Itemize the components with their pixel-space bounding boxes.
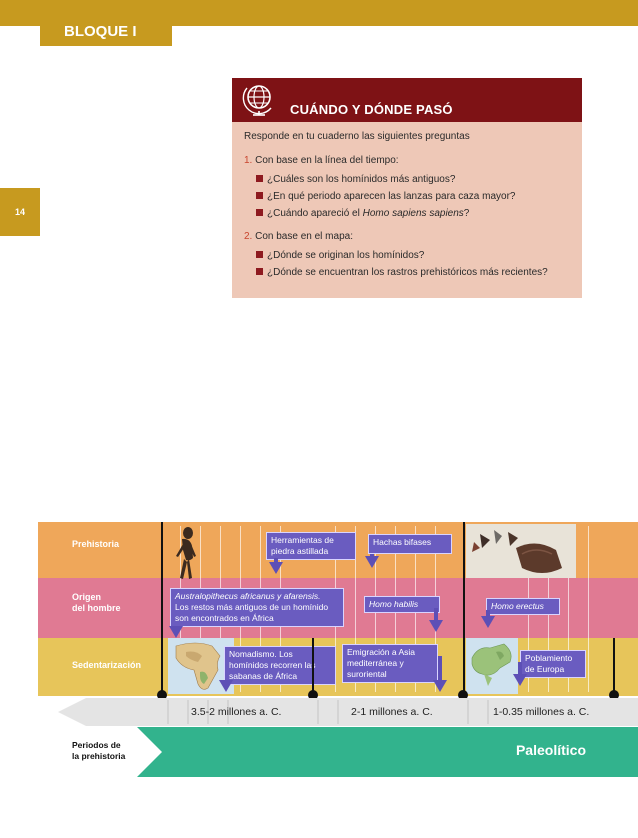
note-habilis: Homo habilis bbox=[364, 596, 440, 613]
timeline-dot bbox=[458, 690, 468, 700]
band-label-sedentarizacion: Sedentarización bbox=[72, 660, 142, 670]
question-2-text: Con base en el mapa: bbox=[255, 231, 353, 242]
note-australopithecus: Australopithecus africanus y afarensis. … bbox=[170, 588, 344, 627]
note-hachas: Hachas bifases bbox=[368, 534, 452, 554]
periods-label: Periodos de la prehistoria bbox=[72, 740, 126, 761]
question-2: 2. Con base en el mapa: ¿Dónde se origin… bbox=[244, 230, 570, 280]
page-number: 14 bbox=[0, 188, 40, 236]
bullet-icon bbox=[256, 251, 263, 258]
paleolitico-label: Paleolítico bbox=[515, 742, 586, 758]
arrow-down-icon bbox=[365, 556, 379, 568]
note-poblamiento: Poblamiento de Europa bbox=[520, 650, 586, 678]
date-label-2: 2-1 millones a. C. bbox=[351, 706, 433, 718]
question-1-item: ¿Cuáles son los homínidos más antiguos? bbox=[256, 173, 570, 187]
card-header: CUÁNDO Y DÓNDE PASÓ bbox=[232, 78, 582, 122]
card-title: CUÁNDO Y DÓNDE PASÓ bbox=[290, 102, 453, 117]
arrow-down-icon bbox=[513, 674, 527, 686]
question-1-number: 1. bbox=[244, 155, 253, 166]
band-label-prehistoria: Prehistoria bbox=[72, 539, 120, 549]
paleolitico-notch bbox=[137, 727, 162, 777]
timeline-dot bbox=[157, 690, 167, 700]
question-2-item: ¿Dónde se originan los homínidos? bbox=[256, 249, 570, 263]
arrow-down-icon bbox=[219, 680, 233, 692]
date-label-3: 1-0.35 millones a. C. bbox=[493, 706, 590, 718]
date-ruler bbox=[58, 698, 638, 726]
arrow-stem bbox=[438, 656, 442, 682]
bullet-icon bbox=[256, 175, 263, 182]
arrow-down-icon bbox=[433, 680, 447, 692]
hominid-figure-image bbox=[176, 527, 196, 579]
grid-line bbox=[355, 526, 356, 692]
era-divider bbox=[463, 522, 465, 694]
arrow-down-icon bbox=[269, 562, 283, 574]
arrow-stem bbox=[518, 662, 522, 674]
note-erectus: Homo erectus bbox=[486, 598, 560, 615]
stone-tools-image bbox=[466, 524, 576, 578]
bullet-icon bbox=[256, 268, 263, 275]
timeline-dot bbox=[308, 690, 318, 700]
date-label-1: 3.5-2 millones a. C. bbox=[191, 706, 282, 718]
globe-icon bbox=[242, 85, 272, 116]
era-divider bbox=[613, 638, 615, 694]
timeline-dot bbox=[609, 690, 619, 700]
bullet-icon bbox=[256, 209, 263, 216]
question-card: CUÁNDO Y DÓNDE PASÓ Responde en tu cuade… bbox=[232, 78, 582, 298]
arrow-down-icon bbox=[429, 620, 443, 632]
card-intro: Responde en tu cuaderno las siguientes p… bbox=[244, 131, 470, 142]
europe-map-image bbox=[466, 638, 518, 694]
note-nomadismo: Nomadismo. Los homínidos recorren las sa… bbox=[224, 646, 336, 685]
grid-line bbox=[568, 526, 569, 692]
paleolitico-bar: Paleolítico bbox=[137, 727, 638, 777]
question-1-item: ¿Cuándo apareció el Homo sapiens sapiens… bbox=[256, 207, 570, 221]
question-1-text: Con base en la línea del tiempo: bbox=[255, 155, 399, 166]
question-2-item: ¿Dónde se encuentran los rastros prehist… bbox=[256, 266, 570, 280]
question-1: 1. Con base en la línea del tiempo: ¿Cuá… bbox=[244, 154, 570, 221]
arrow-stem bbox=[434, 608, 438, 622]
note-herramientas: Herramientas de piedra astillada bbox=[266, 532, 356, 560]
timeline: Prehistoria Origen del hombre Sedentariz… bbox=[38, 522, 638, 696]
arrow-stem bbox=[486, 610, 490, 618]
question-1-item: ¿En qué periodo aparecen las lanzas para… bbox=[256, 190, 570, 204]
note-australopithecus-species: Australopithecus africanus y afarensis. bbox=[175, 591, 321, 601]
era-divider bbox=[312, 638, 314, 694]
era-divider bbox=[161, 522, 163, 694]
note-emigracion: Emigración a Asia mediterránea y surorie… bbox=[342, 644, 438, 683]
grid-line bbox=[588, 526, 589, 692]
arrow-down-icon bbox=[481, 616, 495, 628]
arrow-stem bbox=[274, 558, 278, 564]
arrow-down-icon bbox=[169, 626, 183, 638]
band-label-origen: Origen del hombre bbox=[72, 592, 121, 613]
note-australopithecus-text: Los restos más antiguos de un homínido s… bbox=[175, 602, 329, 623]
question-2-number: 2. bbox=[244, 231, 253, 242]
bullet-icon bbox=[256, 192, 263, 199]
bloque-tab: BLOQUE I bbox=[40, 18, 172, 46]
